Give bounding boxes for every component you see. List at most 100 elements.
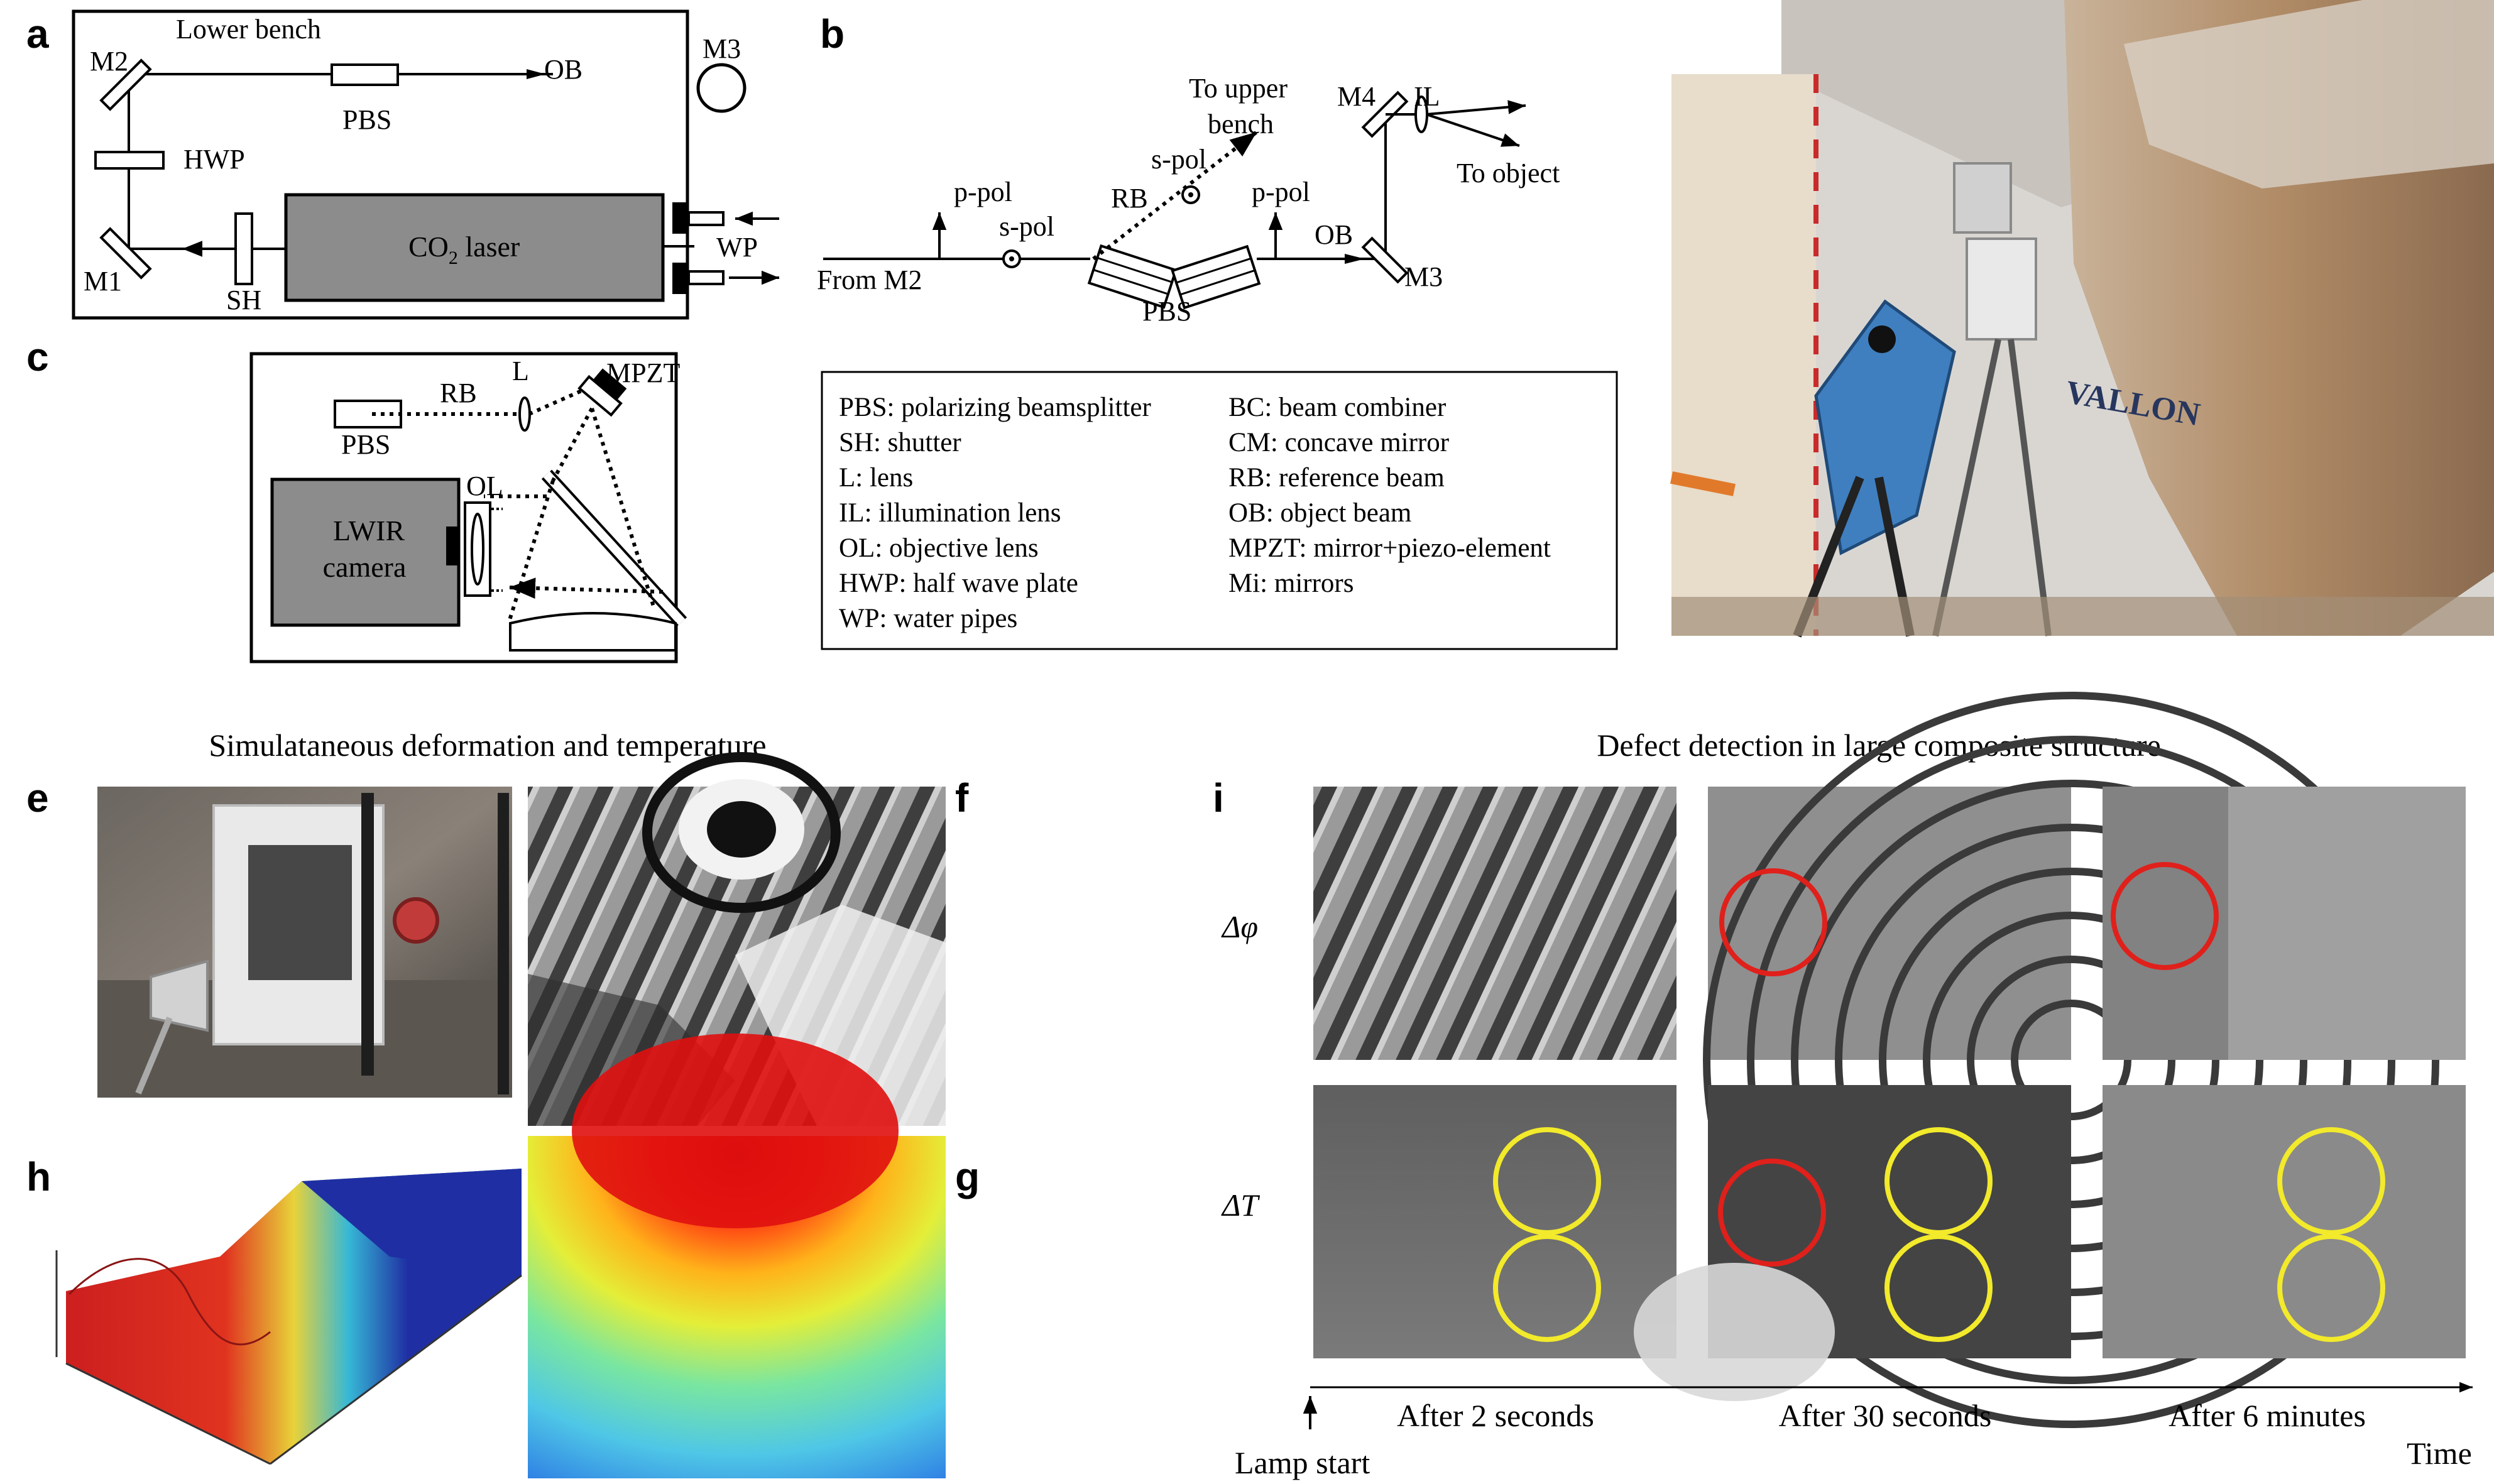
marker-yellow-30s-top <box>1884 1127 1993 1235</box>
marker-yellow-6min-top <box>2277 1127 2385 1235</box>
orange-strap <box>1670 471 1736 496</box>
legend-left-4: OL: objective lens <box>839 533 1039 563</box>
water-pipe-out <box>687 270 725 285</box>
time-label-30s: After 30 seconds <box>1779 1398 1992 1433</box>
shutter-element <box>234 212 253 285</box>
frame-post-1 <box>361 793 374 1076</box>
phase-ring-1 <box>642 752 841 913</box>
water-pipe-connector-top <box>672 202 689 234</box>
label-rb: RB <box>1111 183 1148 214</box>
abbreviation-legend: PBS: polarizing beamsplitter SH: shutter… <box>821 371 1618 650</box>
marker-yellow-2s-top <box>1493 1127 1601 1235</box>
left-wall-panel <box>1671 74 1816 636</box>
water-pipe-in <box>687 211 725 226</box>
beam-arrow-ob <box>527 69 545 79</box>
marker-yellow-2s-bottom <box>1493 1234 1601 1342</box>
phase-6min-dark-band <box>2103 787 2228 1060</box>
rb-to-mpzt <box>528 388 586 416</box>
legend-left-3: IL: illumination lens <box>839 498 1061 528</box>
panel-letter-a: a <box>26 11 49 57</box>
object-beam-arrow <box>1345 254 1365 264</box>
defect-marker-phase-30s <box>1719 868 1827 976</box>
test-panel-dark-area <box>248 845 352 980</box>
co2-laser-label: CO2 laser <box>408 231 520 268</box>
thermal-30s-bright <box>1634 1263 1835 1401</box>
panel-i-defect-grid: Δφ ΔT After 2 <box>1221 692 2473 1480</box>
label-ob: OB <box>544 54 582 85</box>
label-m3: M3 <box>703 33 741 64</box>
panel-letter-i: i <box>1213 775 1224 821</box>
section-title-left: Simulataneous deformation and temperatur… <box>209 728 766 763</box>
hull-light-patch <box>2124 0 2494 188</box>
legend-right-4: MPZT: mirror+piezo-element <box>1228 533 1551 563</box>
lamp-stand <box>135 1017 173 1094</box>
lamp-left <box>150 959 209 1032</box>
thermal-image-2s <box>1313 1085 1676 1358</box>
label-mpzt: MPZT <box>606 357 680 388</box>
phase-ring-core <box>707 801 776 858</box>
legend-left-5: HWP: half wave plate <box>839 569 1078 598</box>
panel-letter-e: e <box>26 775 49 821</box>
phase-image-2s <box>1313 787 1676 1060</box>
panel-d-field-photo: VALLON <box>1670 0 2494 638</box>
lamp-housing <box>1966 237 2037 341</box>
time-label-6min: After 6 minutes <box>2169 1398 2366 1433</box>
row-label-phase: Δφ <box>1221 909 1258 944</box>
section-title-right: Defect detection in large composite stru… <box>1597 728 2160 763</box>
marker-yellow-30s-bottom <box>1884 1234 1993 1342</box>
beam-combiner-plate-inner <box>543 471 686 625</box>
floor <box>1671 597 2494 636</box>
lamp-start-label: Lamp start <box>1235 1445 1370 1480</box>
label-m4: M4 <box>1337 81 1376 112</box>
dot-path-4 <box>508 577 664 599</box>
label-m3-b: M3 <box>1404 261 1443 292</box>
thermal-image-6min <box>2103 1085 2466 1358</box>
photo-label-cutout <box>1671 0 1781 74</box>
dot-path-2 <box>590 408 655 607</box>
lens-l <box>518 396 531 432</box>
panel-letter-f: f <box>955 775 969 821</box>
defect-marker-thermal-30s <box>1718 1159 1826 1267</box>
time-label-2s: After 2 seconds <box>1397 1398 1594 1433</box>
label-ob-b: OB <box>1315 219 1353 250</box>
label-m1: M1 <box>84 266 122 297</box>
lamp-right <box>393 897 439 944</box>
mirror-m2 <box>99 58 152 111</box>
label-sh: SH <box>226 285 261 315</box>
dot-path-1 <box>551 407 594 482</box>
s-pol-dot-1 <box>1009 256 1014 261</box>
label-wp: WP <box>716 232 758 263</box>
label-il: IL <box>1414 81 1440 112</box>
label-p-pol-1: p-pol <box>954 177 1012 207</box>
label-p-pol-2: p-pol <box>1252 177 1310 207</box>
time-axis-label: Time <box>2407 1436 2472 1471</box>
mirror-m4 <box>1361 90 1409 138</box>
legend-left-0: PBS: polarizing beamsplitter <box>839 393 1151 422</box>
legend-right-5: Mi: mirrors <box>1228 569 1354 598</box>
surface-axis-1 <box>65 1362 271 1465</box>
surface-ridge <box>68 1258 271 1346</box>
legend-left-1: SH: shutter <box>839 428 961 457</box>
defect-marker-phase-6min <box>2111 862 2219 970</box>
thermal-hotspot <box>572 1034 899 1228</box>
label-pbs: PBS <box>342 104 391 135</box>
pbs-prism-2 <box>1171 244 1261 310</box>
objective-lens <box>471 513 484 586</box>
water-pipe-connector-bottom <box>672 263 689 294</box>
label-s-pol-2: s-pol <box>1151 144 1206 175</box>
bench-outline <box>72 9 689 320</box>
panel-letter-h: h <box>26 1154 51 1199</box>
camera-bench-outline <box>249 352 678 663</box>
label-to-object: To object <box>1457 158 1560 188</box>
legend-left-6: WP: water pipes <box>839 604 1017 633</box>
legend-right-2: RB: reference beam <box>1228 463 1445 493</box>
concave-mirror <box>509 612 677 652</box>
panel-letter-b: b <box>820 11 845 57</box>
pbs-prism-1 <box>1087 244 1178 309</box>
panel-g-temperature-map <box>528 1034 946 1478</box>
camera-label-2: camera <box>323 551 407 583</box>
label-pbs-b: PBS <box>1142 296 1191 327</box>
tripod-leg-2 <box>2008 339 2052 636</box>
co2-laser-body <box>284 193 665 302</box>
